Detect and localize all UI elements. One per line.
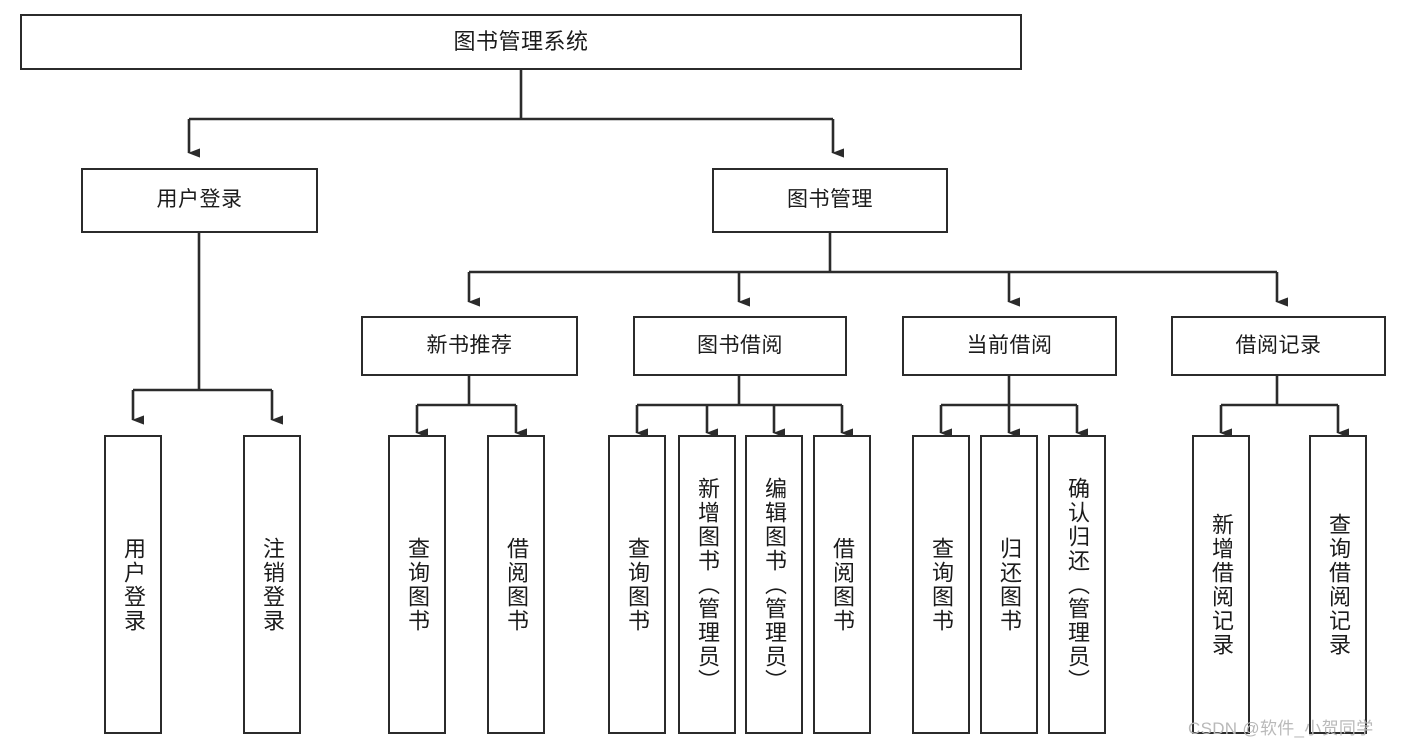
node-leaf-borrow-book-2[interactable]: 借阅图书 <box>813 435 871 734</box>
node-leaf-query-book-1[interactable]: 查询图书 <box>388 435 446 734</box>
node-label: 图书管理 <box>787 188 873 212</box>
node-label: 查询图书 <box>405 536 430 633</box>
node-label: 编辑图书（管理员） <box>762 476 787 693</box>
node-user-login[interactable]: 用户登录 <box>81 168 318 233</box>
node-label: 图书借阅 <box>697 333 783 357</box>
node-leaf-add-book-admin[interactable]: 新增图书（管理员） <box>678 435 736 734</box>
node-leaf-logout-login[interactable]: 注销登录 <box>243 435 301 734</box>
node-label: 借阅图书 <box>504 536 529 633</box>
node-label: 归还图书 <box>997 536 1022 633</box>
node-leaf-user-login[interactable]: 用户登录 <box>104 435 162 734</box>
node-label: 查询图书 <box>625 536 650 633</box>
node-label: 借阅图书 <box>830 536 855 633</box>
node-book-management[interactable]: 图书管理 <box>712 168 948 233</box>
node-new-book-recommend[interactable]: 新书推荐 <box>361 316 578 376</box>
node-label: 借阅记录 <box>1235 333 1322 357</box>
node-label: 注销登录 <box>260 536 285 633</box>
node-current-borrow[interactable]: 当前借阅 <box>902 316 1117 376</box>
node-label: 新增借阅记录 <box>1209 512 1234 657</box>
node-leaf-return-book[interactable]: 归还图书 <box>980 435 1038 734</box>
node-leaf-borrow-book-1[interactable]: 借阅图书 <box>487 435 545 734</box>
node-label: 新书推荐 <box>426 333 513 357</box>
node-leaf-edit-book-admin[interactable]: 编辑图书（管理员） <box>745 435 803 734</box>
node-borrow-record[interactable]: 借阅记录 <box>1171 316 1386 376</box>
node-book-borrow[interactable]: 图书借阅 <box>633 316 847 376</box>
node-leaf-confirm-return-admin[interactable]: 确认归还（管理员） <box>1048 435 1106 734</box>
node-root-book-management-system[interactable]: 图书管理系统 <box>20 14 1022 70</box>
node-leaf-query-borrow-record[interactable]: 查询借阅记录 <box>1309 435 1367 734</box>
node-label: 确认归还（管理员） <box>1065 476 1090 693</box>
node-label: 用户登录 <box>121 536 146 633</box>
node-label: 查询借阅记录 <box>1326 512 1351 657</box>
csdn-watermark: CSDN @软件_小贺同学 <box>1188 719 1374 738</box>
node-leaf-add-borrow-record[interactable]: 新增借阅记录 <box>1192 435 1250 734</box>
node-leaf-query-book-2[interactable]: 查询图书 <box>608 435 666 734</box>
node-label: 当前借阅 <box>966 333 1053 357</box>
node-leaf-query-book-3[interactable]: 查询图书 <box>912 435 970 734</box>
node-label: 用户登录 <box>156 188 243 212</box>
node-label: 新增图书（管理员） <box>695 476 720 693</box>
node-label: 图书管理系统 <box>453 29 589 55</box>
node-label: 查询图书 <box>929 536 954 633</box>
